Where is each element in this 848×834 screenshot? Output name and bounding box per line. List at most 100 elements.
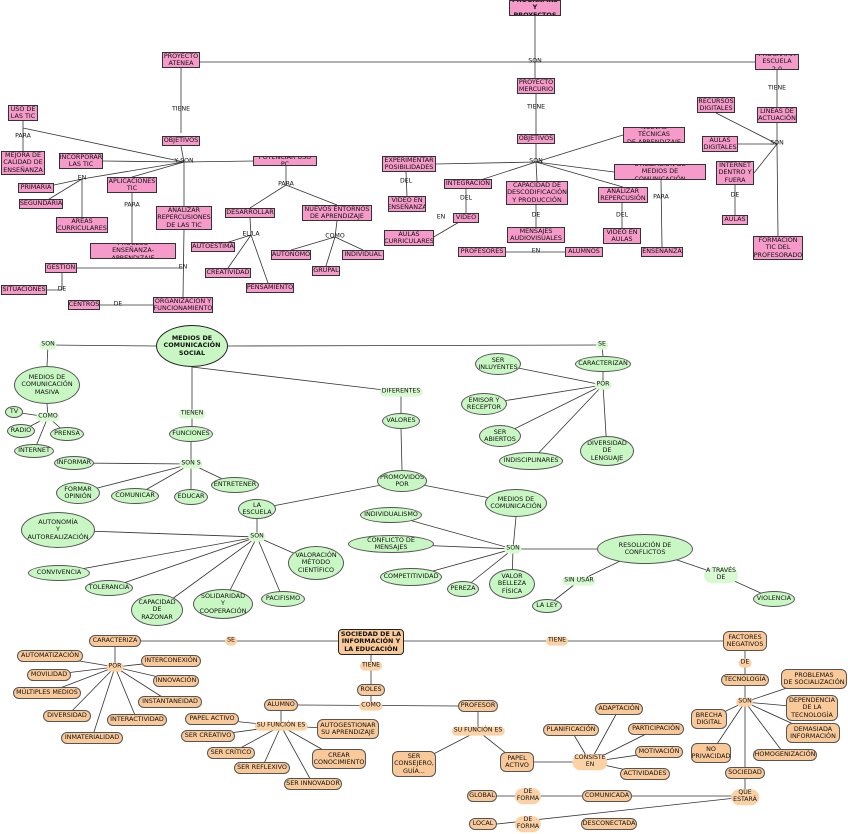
concept-node-programs-autoestima: AUTOESTIMA xyxy=(191,242,235,252)
link-label-sociedad-como: COMO xyxy=(359,701,383,711)
concept-node-programs-mercurio: PROYECTO MERCURIO xyxy=(517,78,555,94)
link-label-sociedad-de-forma1: DE FORMA xyxy=(514,788,542,804)
link-label-medios-sin-usar: SIN USAR xyxy=(562,576,596,586)
concept-node-programs-primaria: PRIMARIA xyxy=(18,183,54,193)
concept-node-programs-escuela20: PROGRAMA ESCUELA 2.0 xyxy=(755,54,799,70)
connector-line xyxy=(131,161,185,178)
link-label-sociedad-su-funcion-p: SU FUNCIÓN ES xyxy=(451,726,505,736)
link-label-programs-de-gest: DE xyxy=(57,285,67,293)
concept-node-medios-radio: RADIO xyxy=(7,424,35,438)
link-label-sociedad-consiste: CONSISTE EN xyxy=(572,754,608,770)
connector-line xyxy=(22,127,185,163)
concept-node-programs-formacion: FORMACIÓN TIC DEL PROFESORADO xyxy=(753,236,803,260)
concept-node-sociedad-caracteriza: CARACTERIZA xyxy=(89,635,141,647)
link-label-programs-en-org: EN xyxy=(178,263,188,271)
concept-node-medios-prensa: PRENSA xyxy=(50,427,84,441)
concept-node-sociedad-tecnologia: TECNOLOGÍA xyxy=(721,674,769,686)
concept-node-programs-desarrollar: DESARROLLAR xyxy=(225,208,275,218)
concept-node-programs-video-aulas: VIDEO EN AULAS xyxy=(603,228,641,244)
link-label-medios-son-med: SON xyxy=(504,544,522,554)
connector-line xyxy=(182,229,185,298)
link-label-programs-elila: EL/LA xyxy=(242,230,260,238)
connector-line xyxy=(280,725,314,785)
connector-line xyxy=(660,179,663,248)
concept-node-medios-funciones: FUNCIONES xyxy=(169,426,213,442)
link-label-programs-en-msg: EN xyxy=(531,247,541,255)
concept-node-medios-escuela: LA ESCUELA xyxy=(238,499,276,519)
concept-node-medios-comunicar: COMUNICAR xyxy=(111,488,159,504)
concept-node-programs-lineas: LÍNEAS DE ACTUACIÓN xyxy=(757,107,797,123)
concept-node-medios-diversidad-leng: DIVERSIDAD DE LENGUAJE xyxy=(580,436,634,466)
concept-node-programs-objetivos-a: OBJETIVOS xyxy=(162,136,200,146)
concept-node-programs-areas: ÁREAS CURRICULARES xyxy=(56,217,108,233)
connector-line xyxy=(334,220,338,238)
connector-line xyxy=(512,516,517,550)
link-label-programs-para-ut: PARA xyxy=(653,193,669,201)
concept-node-sociedad-interactividad: INTERACTIVIDAD xyxy=(107,714,167,726)
concept-node-sociedad-ser-creativo: SER CREATIVO xyxy=(181,730,235,742)
connector-line xyxy=(334,236,364,251)
link-label-programs-para-a: PARA xyxy=(15,132,31,140)
connector-line xyxy=(285,184,338,206)
concept-node-sociedad-automatizacion: AUTOMATIZACIÓN xyxy=(17,650,83,662)
concept-node-programs-nuevas-tec: NUEVAS TÉCNICAS DE APRENDIZAJE xyxy=(623,127,685,143)
connector-line xyxy=(91,666,116,739)
link-label-programs-son-e: SON xyxy=(770,139,784,147)
concept-node-programs-mejora: MEJORA DE CALIDAD DE ENSEÑANZA xyxy=(1,151,45,175)
connector-line xyxy=(290,236,336,251)
concept-node-medios-abiertos: SER ABIERTOS xyxy=(479,425,521,447)
concept-node-programs-objetivos-m: OBJETIVOS xyxy=(517,134,555,144)
concept-node-programs-root: PROGRAMAS Y PROYECTOS xyxy=(509,0,561,16)
connector-line xyxy=(180,145,185,163)
link-label-sociedad-por: POR xyxy=(106,662,124,672)
concept-node-programs-mensajes: MENSAJES AUDIOVISUALES xyxy=(507,227,565,243)
concept-node-programs-autonomo: AUTONOMO xyxy=(271,250,311,260)
concept-node-medios-autonomia: AUTONOMÍA Y AUTOREALIZACIÓN xyxy=(21,512,95,548)
concept-node-medios-valores: VALORES xyxy=(382,413,420,429)
connector-line xyxy=(227,344,603,347)
connector-line xyxy=(530,384,604,462)
connector-line xyxy=(58,536,258,574)
link-label-sociedad-tiene: TIENE xyxy=(545,636,569,646)
connector-line xyxy=(191,366,402,393)
concept-node-sociedad-movilidad: MOVILIDAD xyxy=(27,669,71,681)
concept-node-medios-educar: EDUCAR xyxy=(174,489,208,505)
link-label-sociedad-tiene-c: TIENE xyxy=(359,661,383,671)
concept-node-programs-capacidad-desc: CAPACIDAD DE DESCODIFICACIÓN Y PRODUCCIÓ… xyxy=(506,181,568,205)
concept-node-programs-internet-dentro: INTERNET DENTRO Y FUERA xyxy=(716,161,754,185)
concept-node-sociedad-multiples: MÚLTIPLES MEDIOS xyxy=(13,687,81,699)
concept-node-medios-tolerancia: TOLERANCIA xyxy=(85,580,133,596)
concept-node-medios-pacifismo: PACIFISMO xyxy=(261,591,305,607)
connector-line xyxy=(81,161,185,180)
concept-node-medios-valoracion: VALORACIÓN MÉTODO CIENTÍFICO xyxy=(288,546,344,580)
concept-node-programs-video: VIDEO xyxy=(453,213,479,223)
concept-node-programs-situaciones: SITUACIONES xyxy=(1,285,47,295)
connector-line xyxy=(47,344,157,347)
link-label-sociedad-son: SON xyxy=(736,697,754,707)
connector-line xyxy=(405,171,408,197)
concept-node-sociedad-alumno: ALUMNO xyxy=(264,699,298,711)
connector-line xyxy=(108,536,258,589)
concept-node-programs-potenciar: POTENCIAR USO PC xyxy=(253,156,317,166)
connector-line xyxy=(183,160,255,163)
connector-line xyxy=(753,143,778,174)
link-label-sociedad-de-forma2: DE FORMA xyxy=(514,816,542,832)
connector-line xyxy=(250,234,269,284)
connector-line xyxy=(102,160,185,163)
link-label-programs-del-int: DEL xyxy=(459,194,473,202)
concept-node-programs-recursos: RECURSOS DIGITALES xyxy=(697,97,735,113)
link-label-sociedad-que-estara: QUE ESTARÁ xyxy=(731,789,759,805)
concept-node-sociedad-adaptacion: ADAPTACIÓN xyxy=(595,703,643,715)
connector-line xyxy=(256,536,284,600)
link-label-programs-del-an: DEL xyxy=(615,211,629,219)
concept-node-medios-masiva: MEDIOS DE COMUNICACIÓN MASIVA xyxy=(14,366,80,404)
concept-node-programs-incorporar: INCORPORAR LAS TIC xyxy=(59,153,103,169)
concept-node-medios-formar: FORMAR OPINIÓN xyxy=(56,482,100,504)
concept-node-sociedad-sociedad: SOCIEDAD xyxy=(725,767,765,779)
link-label-programs-para-pc: PARA xyxy=(278,180,294,188)
connector-line xyxy=(435,161,537,165)
concept-node-sociedad-brecha: BRECHA DIGITAL xyxy=(691,709,727,729)
link-label-medios-diferentes: DIFERENTES xyxy=(379,387,423,397)
link-label-programs-yson: Y SON xyxy=(174,157,194,165)
concept-node-sociedad-comunicada: COMUNICADA xyxy=(582,790,632,802)
